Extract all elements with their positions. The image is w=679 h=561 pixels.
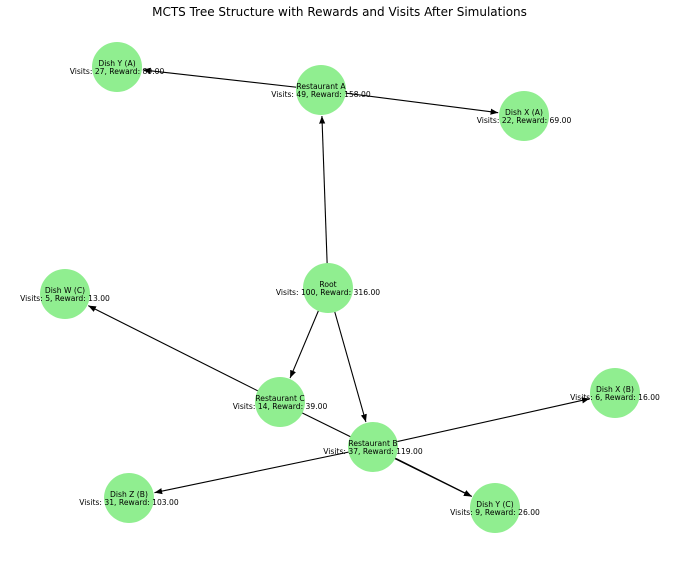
- node-circle: [470, 483, 520, 533]
- node-circle: [303, 263, 353, 313]
- node-name-label: Dish W (C): [45, 286, 85, 295]
- node-circle: [104, 473, 154, 523]
- edge-ra-dya: [142, 67, 322, 91]
- node-dzb: Dish Z (B)Visits: 31, Reward: 103.00: [79, 473, 179, 523]
- node-name-label: Restaurant B: [348, 439, 397, 448]
- node-stats-label: Visits: 22, Reward: 69.00: [477, 116, 572, 125]
- node-circle: [40, 269, 90, 319]
- node-dyc: Dish Y (C)Visits: 9, Reward: 26.00: [450, 483, 540, 533]
- edge-rb-dzb: [154, 446, 374, 495]
- node-name-label: Dish Z (B): [110, 490, 148, 499]
- node-name-label: Dish Y (A): [98, 59, 135, 68]
- diagram-title: MCTS Tree Structure with Rewards and Vis…: [152, 5, 527, 19]
- node-stats-label: Visits: 31, Reward: 103.00: [79, 498, 179, 507]
- node-name-label: Dish X (A): [505, 108, 543, 117]
- node-stats-label: Visits: 14, Reward: 39.00: [233, 402, 328, 411]
- node-name-label: Root: [319, 280, 336, 289]
- edge-rb-dxb: [372, 397, 590, 448]
- node-dya: Dish Y (A)Visits: 27, Reward: 89.00: [70, 42, 165, 92]
- node-stats-label: Visits: 100, Reward: 316.00: [276, 288, 380, 297]
- node-circle: [590, 368, 640, 418]
- node-name-label: Dish Y (C): [476, 500, 513, 509]
- node-dxb: Dish X (B)Visits: 6, Reward: 16.00: [570, 368, 660, 418]
- node-stats-label: Visits: 5, Reward: 13.00: [20, 294, 110, 303]
- node-circle: [92, 42, 142, 92]
- node-stats-label: Visits: 37, Reward: 119.00: [323, 447, 423, 456]
- node-name-label: Restaurant C: [255, 394, 304, 403]
- node-stats-label: Visits: 9, Reward: 26.00: [450, 508, 540, 517]
- edge-root-ra: [319, 115, 329, 289]
- node-circle: [348, 422, 398, 472]
- node-dwc: Dish W (C)Visits: 5, Reward: 13.00: [20, 269, 110, 319]
- edge-rc-dwc: [87, 305, 281, 403]
- node-circle: [499, 91, 549, 141]
- node-name-label: Restaurant A: [296, 82, 346, 91]
- node-stats-label: Visits: 6, Reward: 16.00: [570, 393, 660, 402]
- node-circle: [296, 65, 346, 115]
- node-dxa: Dish X (A)Visits: 22, Reward: 69.00: [477, 91, 572, 141]
- edge-ra-dxa: [320, 89, 499, 115]
- node-stats-label: Visits: 27, Reward: 89.00: [70, 67, 165, 76]
- node-stats-label: Visits: 49, Reward: 158.00: [271, 90, 371, 99]
- node-name-label: Dish X (B): [596, 385, 634, 394]
- node-circle: [255, 377, 305, 427]
